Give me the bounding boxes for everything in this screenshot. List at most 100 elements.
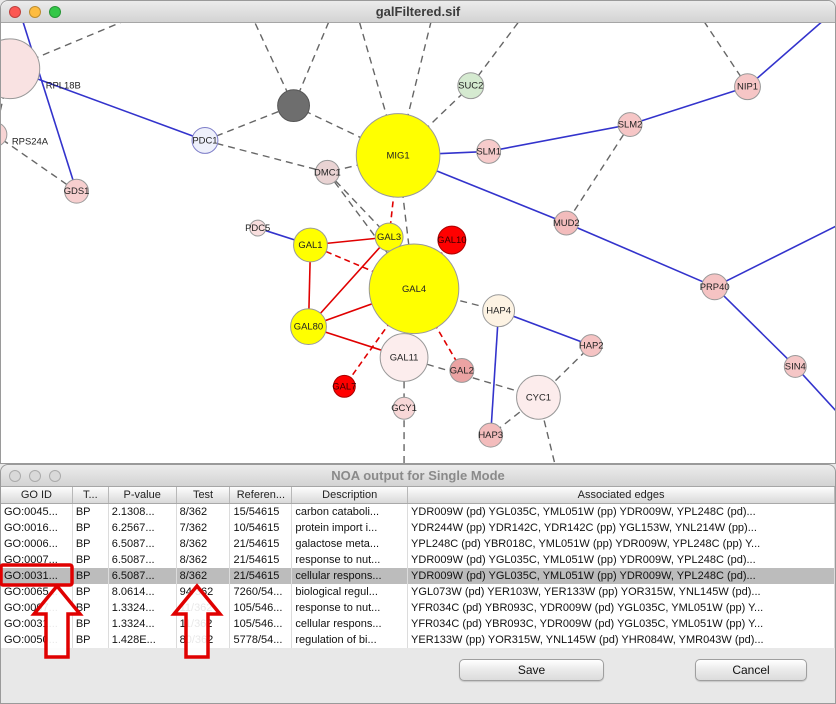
minimize-button[interactable] [29,6,41,18]
table-cell[interactable]: 21/54615 [230,552,293,568]
network-node-PDC5[interactable] [249,219,267,237]
network-node-GAL10[interactable] [437,225,467,255]
table-cell[interactable]: 105/546... [230,616,293,632]
table-cell[interactable]: GO:0006... [1,536,73,552]
column-header-test[interactable]: Test [177,487,231,503]
network-node-HAP4[interactable] [482,294,516,328]
network-node-MUD2[interactable] [553,210,579,236]
network-graph[interactable]: RPL18BRPS24AGDS1PDC1DMC1MIG1SUC2SLM1SLM2… [1,23,835,463]
table-cell[interactable]: 8/362 [177,536,231,552]
table-cell[interactable]: YGL073W (pd) YER103W, YER133W (pp) YOR31… [408,584,835,600]
table-cell[interactable]: BP [73,600,109,616]
minimize-button[interactable] [29,470,41,482]
table-cell[interactable]: 1.428E... [109,632,177,648]
table-cell[interactable]: regulation of bi... [292,632,409,648]
table-cell[interactable]: GO:0031... [1,616,73,632]
table-cell[interactable]: 80/362 [177,632,231,648]
table-cell[interactable]: 1.3324... [109,616,177,632]
table-cell[interactable]: 7260/54... [230,584,293,600]
table-cell[interactable]: response to nut... [292,600,409,616]
column-header-description[interactable]: Description [292,487,409,503]
network-node-SIN4[interactable] [783,354,807,378]
table-cell[interactable]: BP [73,504,109,520]
table-cell[interactable]: response to nut... [292,552,409,568]
table-cell[interactable]: GO:0045... [1,504,73,520]
network-node-CYC1[interactable] [516,374,561,420]
network-node-RPS24A[interactable] [1,123,8,147]
network-node-GDS1[interactable] [64,178,89,204]
table-cell[interactable]: 21/54615 [230,536,293,552]
table-cell[interactable]: YDR009W (pd) YGL035C, YML051W (pp) YDR00… [408,552,835,568]
network-node-SUC2[interactable] [457,72,485,100]
table-cell[interactable]: 6.2567... [109,520,177,536]
network-node-GAL2[interactable] [449,357,475,383]
table-cell[interactable]: BP [73,520,109,536]
table-cell[interactable]: 6.5087... [109,552,177,568]
network-node-SLM2[interactable] [617,112,643,137]
table-cell[interactable]: BP [73,632,109,648]
table-cell[interactable]: 105/546... [230,600,293,616]
column-header-go-id[interactable]: GO ID [1,487,73,503]
table-cell[interactable]: 10/54615 [230,520,293,536]
table-cell[interactable]: YER133W (pp) YOR315W, YNL145W (pd) YHR08… [408,632,835,648]
table-cell[interactable]: GO:0007... [1,600,73,616]
noa-window-titlebar[interactable]: NOA output for Single Mode [1,465,835,487]
table-cell[interactable]: BP [73,536,109,552]
table-cell[interactable]: 11/362 [177,600,231,616]
network-node-DARK1[interactable] [277,89,310,123]
network-node-SLM1[interactable] [476,138,502,164]
table-cell[interactable]: 8/362 [177,552,231,568]
table-cell[interactable]: 5778/54... [230,632,293,648]
zoom-button[interactable] [49,470,61,482]
cancel-button[interactable]: Cancel [695,659,807,681]
table-cell[interactable]: GO:0065... [1,584,73,600]
table-cell[interactable]: YDR244W (pp) YDR142C, YDR142C (pp) YGL15… [408,520,835,536]
table-cell[interactable]: 6.5087... [109,568,177,584]
table-cell[interactable]: carbon cataboli... [292,504,409,520]
column-header-t-[interactable]: T... [73,487,109,503]
zoom-button[interactable] [49,6,61,18]
table-cell[interactable]: protein import i... [292,520,409,536]
table-cell[interactable]: 8/362 [177,568,231,584]
table-cell[interactable]: YPL248C (pd) YBR018C, YML051W (pp) YDR00… [408,536,835,552]
column-header-p-value[interactable]: P-value [109,487,177,503]
table-cell[interactable]: BP [73,568,109,584]
network-node-GAL11[interactable] [379,333,429,382]
table-cell[interactable]: GO:0050... [1,632,73,648]
network-node-GAL4[interactable] [368,243,460,335]
table-cell[interactable]: GO:0031... [1,568,73,584]
table-cell[interactable]: 8/362 [177,504,231,520]
table-cell[interactable]: 8.0614... [109,584,177,600]
table-cell[interactable]: GO:0007... [1,552,73,568]
table-cell[interactable]: cellular respons... [292,568,409,584]
table-cell[interactable]: biological regul... [292,584,409,600]
table-cell[interactable]: 94/362 [177,584,231,600]
network-node-MIG1[interactable] [355,113,441,198]
network-node-GAL1[interactable] [293,227,328,263]
close-button[interactable] [9,6,21,18]
table-cell[interactable]: GO:0016... [1,520,73,536]
network-node-NIP1[interactable] [734,73,761,101]
table-cell[interactable]: 2.1308... [109,504,177,520]
table-cell[interactable]: 6.5087... [109,536,177,552]
close-button[interactable] [9,470,21,482]
table-cell[interactable]: YFR034C (pd) YBR093C, YDR009W (pd) YGL03… [408,600,835,616]
table-cell[interactable]: BP [73,616,109,632]
network-node-HAP3[interactable] [478,422,504,448]
table-cell[interactable]: BP [73,552,109,568]
network-node-GAL80[interactable] [290,308,327,346]
network-node-GCY1[interactable] [392,396,416,420]
table-cell[interactable]: YFR034C (pd) YBR093C, YDR009W (pd) YGL03… [408,616,835,632]
network-node-RPL18B[interactable] [1,38,41,100]
network-node-DMC1[interactable] [314,159,340,185]
table-cell[interactable]: YDR009W (pd) YGL035C, YML051W (pp) YDR00… [408,504,835,520]
network-node-GAL7[interactable] [332,374,356,398]
